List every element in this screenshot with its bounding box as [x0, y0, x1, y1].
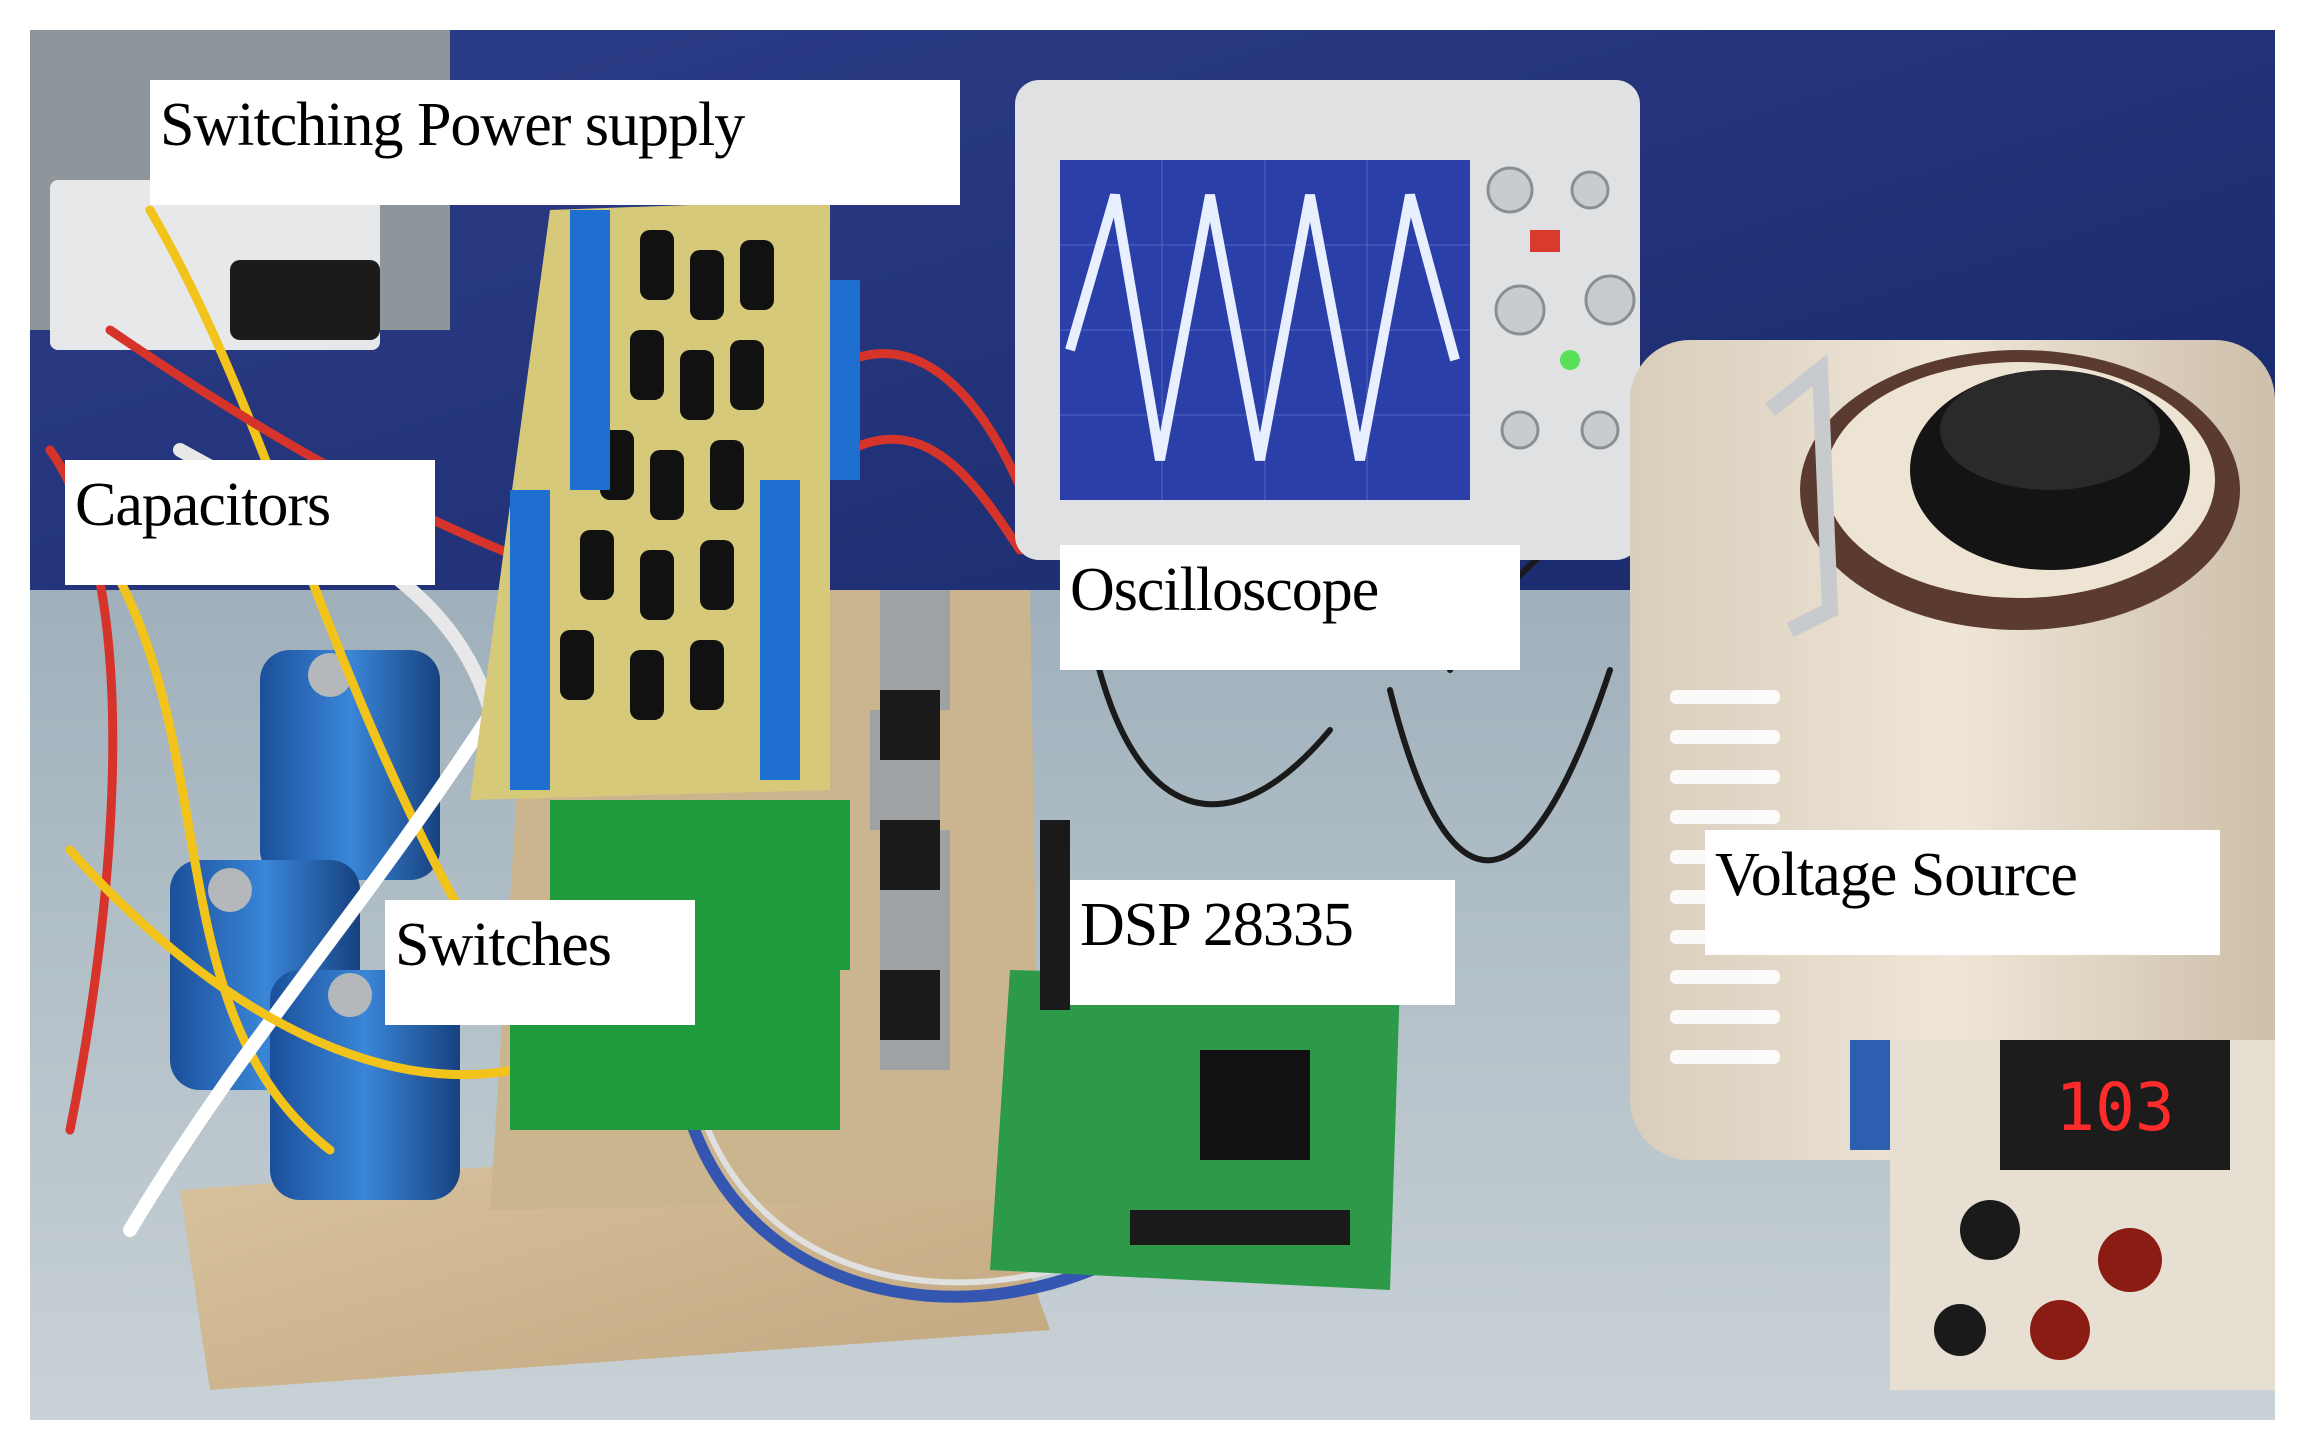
label-switching-power-supply-text: Switching Power supply	[160, 91, 745, 159]
dsp-standoff	[1040, 820, 1070, 1010]
label-dsp: DSP 28335	[1070, 880, 1455, 1005]
label-capacitors-text: Capacitors	[75, 471, 331, 539]
voltage-display-digits: 103	[2055, 1069, 2174, 1146]
oscilloscope-knobs	[1486, 166, 1636, 450]
lab-setup-photo: 103	[30, 30, 2275, 1420]
oscilloscope-indicator	[1560, 350, 1580, 370]
label-oscilloscope: Oscilloscope	[1060, 545, 1520, 670]
capacitor-terminal	[328, 973, 372, 1017]
label-voltage-source: Voltage Source	[1705, 830, 2220, 955]
label-switches: Switches	[385, 900, 695, 1025]
lab-setup-scene: 103	[30, 30, 2275, 1420]
voltage-source-switch	[1850, 1040, 1890, 1150]
capacitor-1	[260, 650, 440, 880]
label-voltage-source-text: Voltage Source	[1715, 841, 2078, 909]
blue-terminal-blocks	[510, 210, 860, 790]
label-dsp-text: DSP 28335	[1080, 891, 1354, 959]
capacitor-terminal	[208, 868, 252, 912]
oscilloscope-trace	[1065, 193, 1460, 461]
voltage-source-terminals	[1934, 1200, 2162, 1360]
dsp-chip	[1200, 1050, 1310, 1160]
oscilloscope-power-button	[1530, 230, 1560, 252]
voltage-display-bezel	[2000, 1040, 2230, 1170]
transistors	[880, 690, 940, 1040]
label-capacitors: Capacitors	[65, 460, 435, 585]
label-switches-text: Switches	[395, 911, 612, 979]
label-oscilloscope-text: Oscilloscope	[1070, 556, 1379, 624]
dsp-connector	[1130, 1210, 1350, 1245]
voltage-source-handle	[1765, 353, 1839, 638]
voltage-source-knob-top	[1940, 370, 2160, 490]
label-switching-power-supply: Switching Power supply	[150, 80, 960, 205]
socket-plug	[230, 260, 380, 340]
